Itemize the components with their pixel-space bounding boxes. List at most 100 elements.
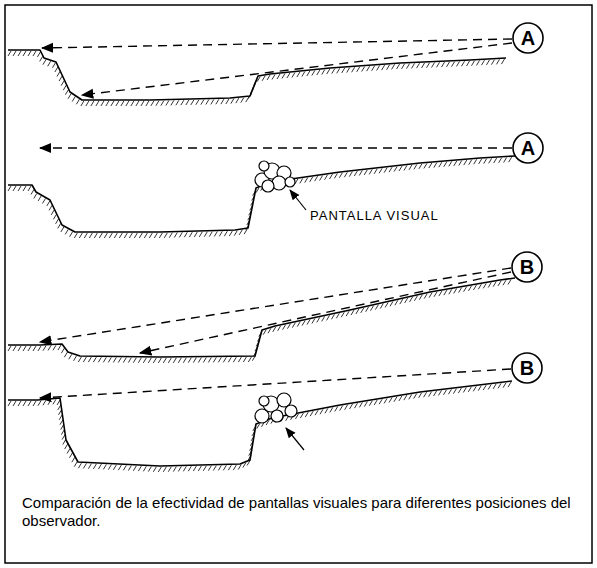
hatch-stroke xyxy=(488,384,491,389)
hatch-stroke xyxy=(429,163,432,168)
hatch-stroke xyxy=(459,161,462,166)
hatch-stroke xyxy=(111,101,114,106)
hatch-stroke xyxy=(248,456,251,461)
hatch-stroke xyxy=(65,229,68,234)
hatch-stroke xyxy=(196,100,199,105)
hatch-stroke xyxy=(231,99,234,104)
hatch-stroke xyxy=(158,358,161,363)
hatch-stroke xyxy=(419,393,422,398)
hatch-stroke xyxy=(38,346,41,351)
hatch-stroke xyxy=(419,295,422,300)
hatch-stroke xyxy=(13,51,16,56)
hatch-stroke xyxy=(439,162,442,167)
hatch-stroke xyxy=(494,158,497,163)
hatch-stroke xyxy=(136,101,139,106)
hatch-stroke xyxy=(57,72,60,77)
hatch-stroke xyxy=(238,357,241,362)
hatch-stroke xyxy=(252,84,255,89)
hatch-stroke xyxy=(186,100,189,105)
hatch-stroke xyxy=(241,98,244,103)
hatch-stroke xyxy=(257,424,260,429)
hatch-stroke xyxy=(216,99,219,104)
hatch-stroke xyxy=(397,64,400,69)
hatch-stroke xyxy=(248,215,251,220)
hatch-stroke xyxy=(486,60,489,65)
hatch-stroke xyxy=(40,56,43,61)
hatch-stroke xyxy=(98,464,101,469)
hatch-stroke xyxy=(252,356,255,361)
hatch-stroke xyxy=(124,233,127,238)
hatch-stroke xyxy=(213,357,216,362)
hatch-stroke xyxy=(250,205,253,210)
hatch-stroke xyxy=(476,60,479,65)
hatch-stroke xyxy=(178,358,181,363)
hatch-stroke xyxy=(361,308,364,313)
hatch-stroke xyxy=(447,62,450,67)
hatch-stroke xyxy=(364,402,367,407)
hatch-stroke xyxy=(448,389,451,394)
hatch-stroke xyxy=(509,157,512,162)
hatch-stroke xyxy=(143,466,146,471)
sight-line xyxy=(40,268,511,342)
hatch-stroke xyxy=(367,66,370,71)
observer-circle: B xyxy=(511,251,543,283)
hatch-stroke xyxy=(384,398,387,403)
hatch-stroke xyxy=(414,394,417,399)
hatch-stroke xyxy=(404,395,407,400)
hatch-stroke xyxy=(148,467,151,472)
hatch-stroke xyxy=(394,167,397,172)
hatch-stroke xyxy=(99,233,102,238)
hatch-stroke xyxy=(449,161,452,166)
hatch-stroke xyxy=(498,383,501,388)
hatch-stroke xyxy=(188,358,191,363)
hatch-stroke xyxy=(504,157,507,162)
hatch-stroke xyxy=(458,388,461,393)
hatch-stroke xyxy=(454,288,457,293)
hatch-stroke xyxy=(267,75,270,80)
hatch-stroke xyxy=(86,101,89,106)
hatch-stroke xyxy=(434,163,437,168)
hatch-stroke xyxy=(236,98,239,103)
hatch-stroke xyxy=(164,233,167,238)
hatch-stroke xyxy=(312,318,315,323)
hatch-stroke xyxy=(59,76,62,81)
hatch-stroke xyxy=(89,233,92,238)
hatch-stroke xyxy=(283,325,286,330)
hatch-stroke xyxy=(369,401,372,406)
hatch-stroke xyxy=(327,315,330,320)
hatch-stroke xyxy=(246,225,249,230)
hatch-stroke xyxy=(247,220,250,225)
hatch-stroke xyxy=(23,186,26,191)
hatch-stroke xyxy=(153,358,156,363)
hatch-stroke xyxy=(81,101,84,106)
hatch-stroke xyxy=(131,101,134,106)
hatch-stroke xyxy=(332,69,335,74)
hatch-stroke xyxy=(464,160,467,165)
hatch-stroke xyxy=(248,357,251,362)
hatch-stroke xyxy=(282,74,285,79)
hatch-stroke xyxy=(70,232,73,237)
hatch-stroke xyxy=(193,358,196,363)
hatch-stroke xyxy=(389,398,392,403)
hatch-stroke xyxy=(253,426,256,431)
hatch-stroke xyxy=(166,101,169,106)
hatch-stroke xyxy=(258,336,261,341)
hatch-stroke xyxy=(310,411,313,416)
hatch-stroke xyxy=(119,233,122,238)
hatch-stroke xyxy=(399,396,402,401)
hatch-stroke xyxy=(103,357,106,362)
hatch-stroke xyxy=(18,401,21,406)
hatch-stroke xyxy=(43,400,46,405)
hatch-stroke xyxy=(104,233,107,238)
hatch-stroke xyxy=(434,292,437,297)
hatch-stroke xyxy=(407,64,410,69)
sight-line xyxy=(82,43,512,95)
hatch-stroke xyxy=(305,412,308,417)
hatch-stroke xyxy=(384,168,387,173)
hatch-stroke xyxy=(13,186,16,191)
hatch-stroke xyxy=(61,227,64,232)
sight-line xyxy=(40,369,511,398)
hatch-stroke xyxy=(329,174,332,179)
hatch-stroke xyxy=(439,390,442,395)
